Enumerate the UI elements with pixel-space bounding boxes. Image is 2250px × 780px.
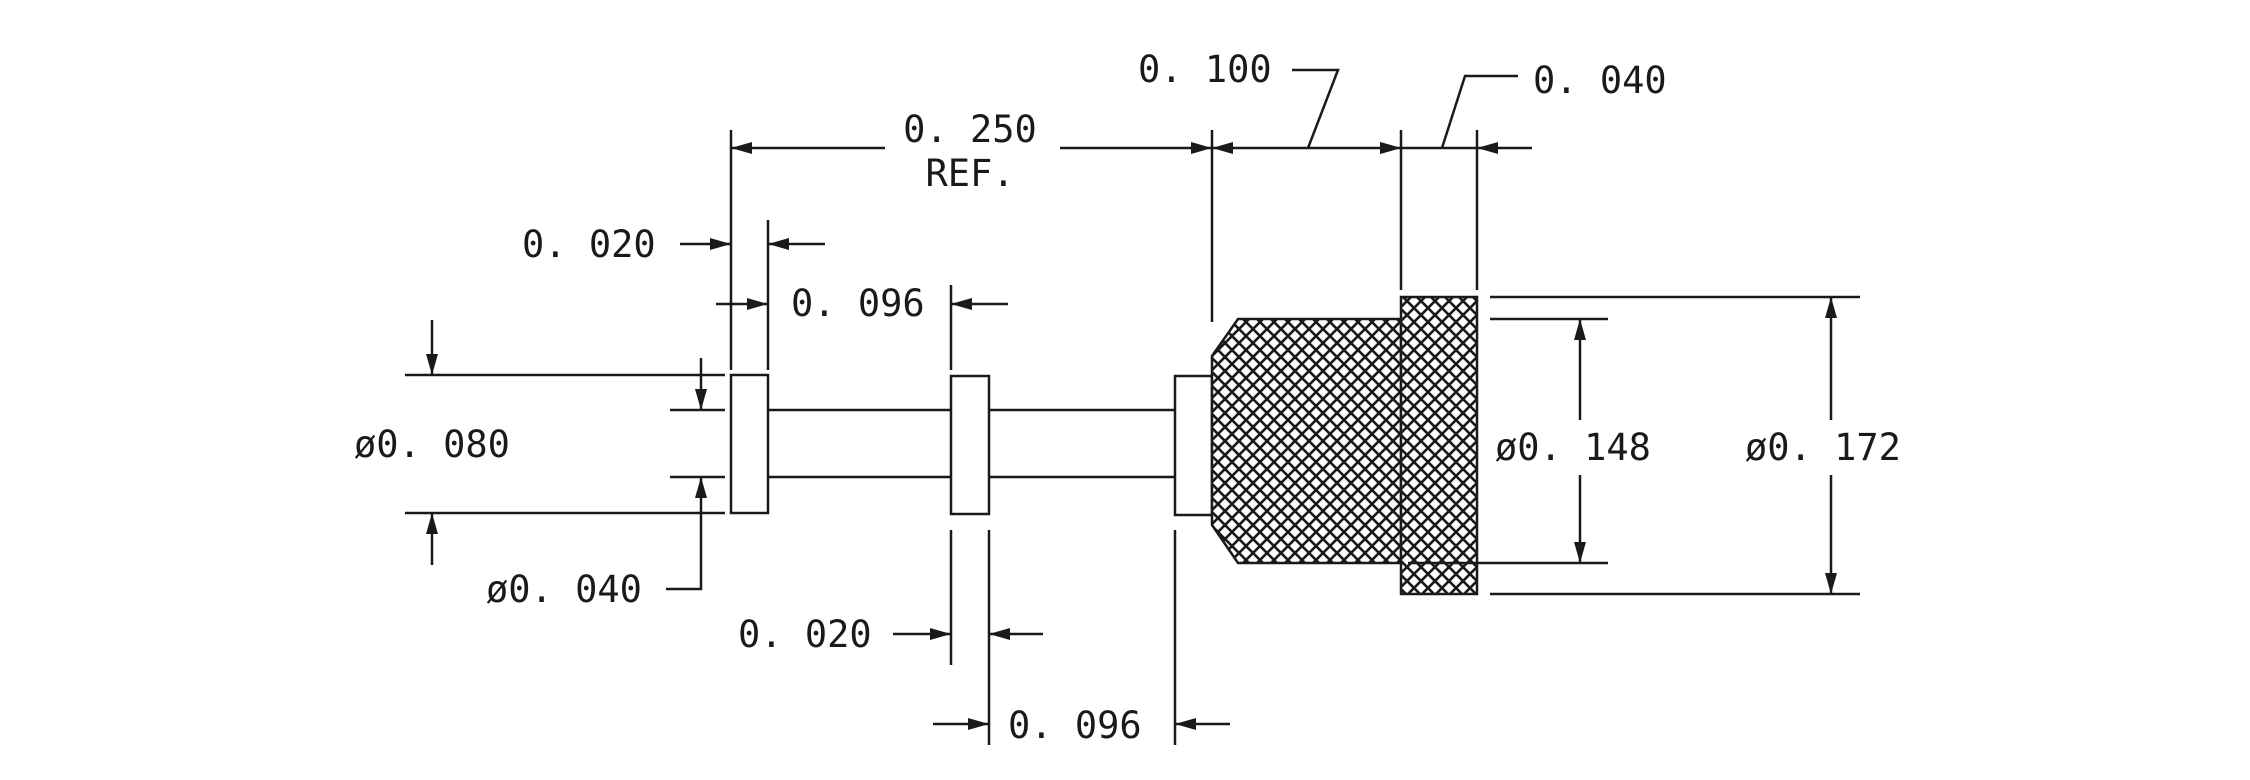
label-overall-length-note: REF. <box>925 152 1014 195</box>
knurled-head <box>1399 295 1479 596</box>
arrow-overall-right <box>1191 142 1212 154</box>
dimension-lines <box>426 68 1837 730</box>
arrow-flange2-thk-left <box>930 628 951 640</box>
arrow-knurl-od-bottom <box>1574 542 1586 563</box>
arrow-flange1-gap-right <box>951 298 972 310</box>
arrow-head-od-bottom <box>1825 573 1837 594</box>
leader-head-length <box>1440 74 1518 149</box>
label-flange1-gap: 0. 096 <box>791 282 925 325</box>
label-overall-length: 0. 250 <box>903 108 1037 151</box>
arrow-flange2-gap-left <box>968 718 989 730</box>
arrow-overall-left <box>731 142 752 154</box>
label-flange1-thickness: 0. 020 <box>522 223 656 266</box>
arrow-knurl-length-left <box>1212 142 1233 154</box>
extension-lines <box>405 130 1860 745</box>
leader-knurl-length <box>1292 68 1340 149</box>
arrow-head-od-top <box>1825 297 1837 318</box>
label-head-length: 0. 040 <box>1533 59 1667 102</box>
arrow-head-length-left <box>1380 142 1401 154</box>
arrow-pin-od-top <box>695 389 707 410</box>
flange-2 <box>949 374 991 516</box>
label-flange2-gap: 0. 096 <box>1008 704 1142 747</box>
arrow-flange1-thk-right <box>768 238 789 250</box>
label-flange2-thickness: 0. 020 <box>738 613 872 656</box>
arrow-knurl-od-top <box>1574 319 1586 340</box>
arrow-head-length-right <box>1477 142 1498 154</box>
arrow-flange1-gap-left <box>747 298 768 310</box>
arrow-flange-od-top <box>426 354 438 375</box>
part-outline <box>729 295 1479 596</box>
arrow-flange-od-bottom <box>426 513 438 534</box>
label-flange-od: ø0. 080 <box>354 423 510 466</box>
arrow-flange2-gap-right <box>1175 718 1196 730</box>
arrow-flange1-thk-left <box>710 238 731 250</box>
shoulder <box>1173 374 1214 517</box>
label-pin-od: ø0. 040 <box>486 568 642 611</box>
label-head-od: ø0. 172 <box>1745 426 1901 469</box>
label-knurl-length: 0. 100 <box>1138 48 1272 91</box>
arrow-pin-od-bottom <box>695 477 707 498</box>
label-knurl-od: ø0. 148 <box>1495 426 1651 469</box>
knurled-body <box>1210 317 1403 565</box>
arrow-flange2-thk-right <box>989 628 1010 640</box>
dimension-labels: 0. 250 REF. 0. 100 0. 040 0. 020 0. 096 … <box>354 48 1901 747</box>
dim-line-pin-od-bottom <box>666 477 703 591</box>
flange-1 <box>729 373 770 515</box>
